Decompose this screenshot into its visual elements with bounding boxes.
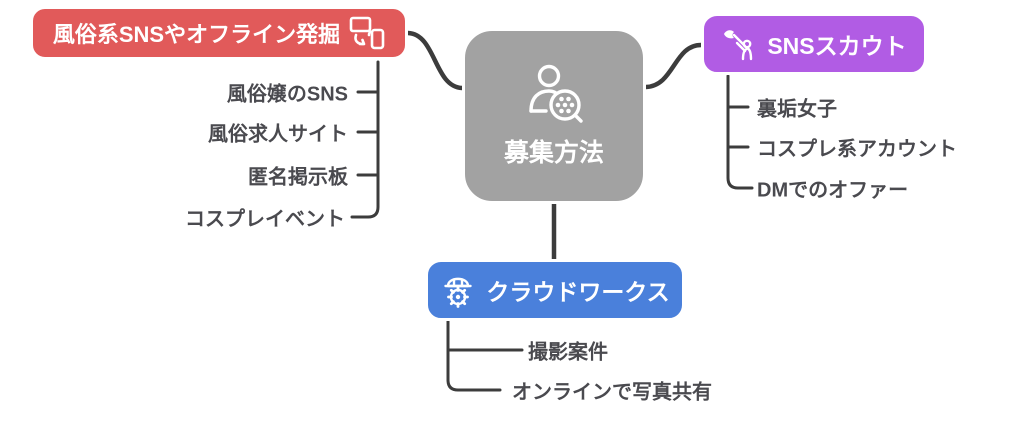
person-search-icon — [519, 63, 589, 129]
edge-left-to-center — [405, 30, 465, 91]
node-crowdworks-label: クラウドワークス — [486, 279, 670, 305]
edge-center-to-right — [643, 42, 704, 90]
node-sns-scout-label: SNSスカウト — [767, 33, 907, 59]
right-branch-rail — [726, 74, 754, 190]
worker-helmet-gear-icon — [440, 271, 476, 309]
right-item-dm-offer[interactable]: DMでのオファー — [757, 179, 909, 202]
node-sns-scout[interactable]: SNSスカウト — [701, 13, 927, 75]
left-item-fuzoku-job-site[interactable]: 風俗求人サイト — [208, 123, 348, 146]
left-item-anonymous-board[interactable]: 匿名掲示板 — [248, 166, 348, 189]
node-offline-discovery[interactable]: 風俗系SNSやオフライン発掘 — [30, 6, 408, 60]
bottom-item-photo-project[interactable]: 撮影案件 — [528, 341, 608, 364]
bottom-branch-rail — [446, 319, 502, 392]
devices-sync-icon — [349, 15, 385, 51]
right-item-uraaka-joshi[interactable]: 裏垢女子 — [757, 98, 837, 121]
left-branch-rail — [350, 60, 380, 219]
left-item-fuzokujo-sns[interactable]: 風俗嬢のSNS — [226, 83, 348, 106]
scout-flag-icon — [721, 26, 757, 62]
node-crowdworks[interactable]: クラウドワークス — [425, 259, 685, 321]
left-item-cosplay-event[interactable]: コスプレイベント — [185, 208, 345, 231]
node-recruitment-methods-label: 募集方法 — [503, 139, 604, 167]
bottom-item-online-photo-share[interactable]: オンラインで写真共有 — [512, 381, 712, 404]
right-item-cosplay-account[interactable]: コスプレ系アカウント — [757, 138, 957, 161]
node-recruitment-methods[interactable]: 募集方法 — [462, 28, 646, 204]
node-offline-discovery-label: 風俗系SNSやオフライン発掘 — [52, 22, 341, 47]
